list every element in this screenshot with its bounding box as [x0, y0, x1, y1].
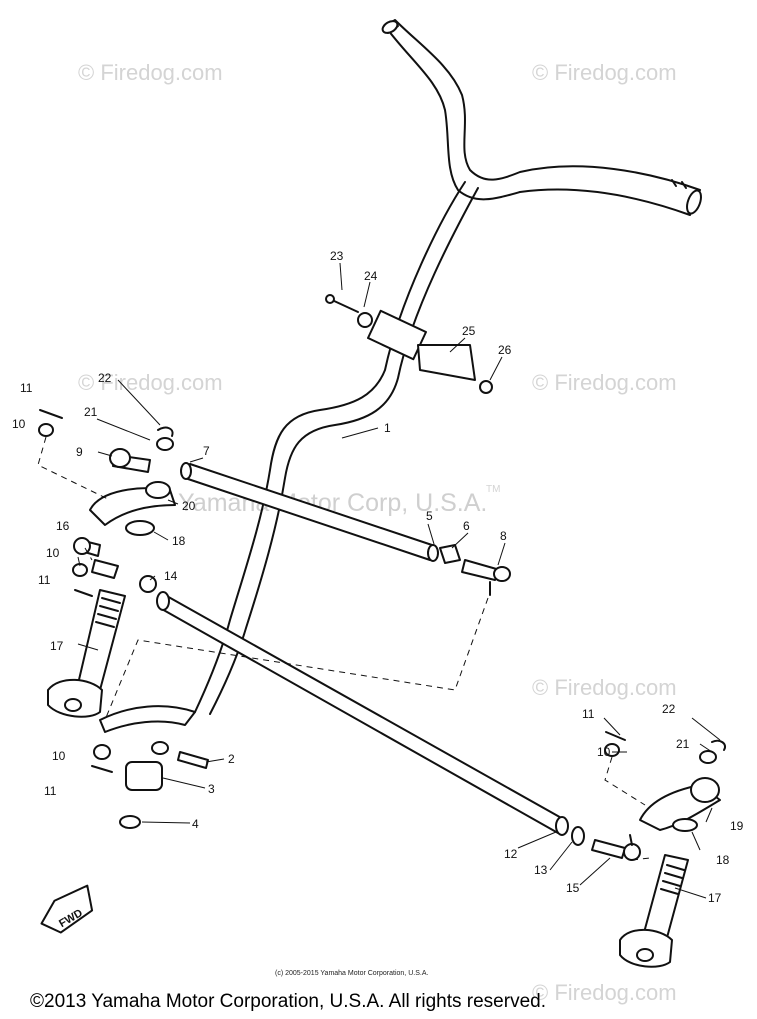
- callout-10: 10: [597, 745, 611, 759]
- handlebar: [194, 19, 702, 715]
- fwd-arrow-icon: FWD: [40, 884, 94, 934]
- long-tie-rod: [156, 591, 641, 861]
- watermark-firedog: © Firedog.com: [78, 60, 223, 85]
- callout-11: 11: [20, 381, 33, 395]
- callout-7: 7: [203, 444, 210, 458]
- callout-14: 14: [164, 569, 178, 583]
- callout-6: 6: [463, 519, 470, 533]
- callout-11: 11: [38, 573, 51, 587]
- lower-pivot-parts: [91, 705, 209, 829]
- callout-12: 12: [504, 847, 518, 861]
- callout-8: 8: [500, 529, 507, 543]
- callout-4: 4: [192, 817, 199, 831]
- callout-21: 21: [676, 737, 690, 751]
- callout-10: 10: [12, 417, 26, 431]
- right-steering-arm: [604, 731, 726, 832]
- callout-13: 13: [534, 863, 548, 877]
- callout-11: 11: [582, 707, 595, 721]
- watermark-firedog: © Firedog.com: [78, 370, 223, 395]
- callout-19: 19: [730, 819, 744, 833]
- callout-20: 20: [182, 499, 196, 513]
- handlebar-clamp: [325, 294, 493, 394]
- callout-26: 26: [498, 343, 512, 357]
- callout-22: 22: [98, 371, 112, 385]
- callout-25: 25: [462, 324, 476, 338]
- small-copyright: (c) 2005-2015 Yamaha Motor Corporation, …: [275, 970, 428, 977]
- leader-lines: [77, 262, 721, 899]
- right-spindle: [619, 854, 689, 968]
- callout-24: 24: [364, 269, 378, 283]
- watermark-tm: TM: [486, 484, 500, 495]
- watermark-firedog: © Firedog.com: [532, 370, 677, 395]
- callout-21: 21: [84, 405, 98, 419]
- watermark-firedog: © Firedog.com: [532, 980, 677, 1005]
- callout-1: 1: [384, 421, 391, 435]
- assembly-dash-lines: [37, 436, 651, 861]
- callout-15: 15: [566, 881, 580, 895]
- tie-rod: [180, 462, 511, 596]
- callout-10: 10: [46, 546, 60, 560]
- callout-18: 18: [716, 853, 730, 867]
- callout-17: 17: [50, 639, 64, 653]
- callout-9: 9: [76, 445, 83, 459]
- callout-5: 5: [426, 509, 433, 523]
- callout-16: 16: [56, 519, 70, 533]
- callout-17: 17: [708, 891, 722, 905]
- watermark-firedog: © Firedog.com: [532, 675, 677, 700]
- left-spindle: [47, 589, 126, 718]
- callout-18: 18: [172, 534, 186, 548]
- callout-23: 23: [330, 249, 344, 263]
- callout-10: 10: [52, 749, 66, 763]
- callout-3: 3: [208, 782, 215, 796]
- left-steering-arm: [38, 409, 176, 597]
- watermark-firedog: © Firedog.com: [532, 60, 677, 85]
- callout-22: 22: [662, 702, 676, 716]
- footer-copyright: ©2013 Yamaha Motor Corporation, U.S.A. A…: [30, 991, 546, 1012]
- callout-11: 11: [44, 784, 57, 798]
- callout-2: 2: [228, 752, 235, 766]
- callout-numbers: 1 2 3 4 5 6 7 8 9 10 10 10 10 11 11 11 1…: [12, 249, 744, 905]
